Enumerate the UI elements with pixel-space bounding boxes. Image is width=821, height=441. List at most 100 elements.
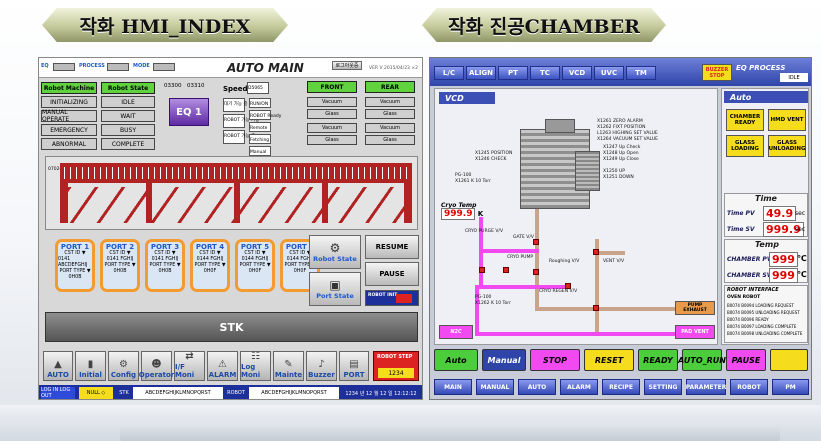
eq-button[interactable]: EQ 1 <box>169 98 209 126</box>
auto-mode-button[interactable]: Auto <box>434 349 478 371</box>
manual-mode-button[interactable]: Manual <box>482 349 526 371</box>
nav-log-moni[interactable]: ☷Log Moni <box>240 351 271 381</box>
state-idle: IDLE <box>101 96 155 108</box>
nav-recipe[interactable]: RECIPE <box>602 379 640 395</box>
nav-pm[interactable]: PM <box>772 379 809 395</box>
nav-alarm[interactable]: ⚠ALARM <box>207 351 238 381</box>
port-4[interactable]: PORT 4 CST ID ▼ 0144 FGHIJ PORT TYPE ▼ 0… <box>190 239 230 292</box>
port-state-label: Port State <box>316 292 354 300</box>
gauge-value-1: X1261 K 10 Torr <box>455 179 491 184</box>
port-4-cst: CST ID ▼ <box>199 251 221 256</box>
valve-node-7[interactable] <box>593 305 599 311</box>
robot-init-button[interactable]: ROBOT INIT <box>365 290 419 306</box>
hmd-vent-button[interactable]: HMD VENT <box>768 109 806 131</box>
buzzer-icon: ♪ <box>318 359 325 370</box>
nav-initial[interactable]: ▮Initial <box>75 351 106 381</box>
nav-mainte[interactable]: ✎Mainte <box>273 351 304 381</box>
nav-operator[interactable]: ☻Operator <box>139 351 174 381</box>
stk-alphabet: ABCDEFGHIJKLMNOPQRST <box>133 387 223 399</box>
tab-align[interactable]: ALIGN <box>466 66 496 80</box>
blank-action-button[interactable] <box>770 349 808 371</box>
nav-buzzer[interactable]: ♪Buzzer <box>306 351 337 381</box>
valve-node-4[interactable] <box>593 249 599 255</box>
tab-tm[interactable]: TM <box>626 66 656 80</box>
front-vacuum-1: Vacuum <box>307 97 357 107</box>
port-state-button[interactable]: ▣ Port State <box>309 272 361 306</box>
rear-vacuum-1: Vacuum <box>365 97 415 107</box>
speed-code: D5065 <box>248 86 263 91</box>
stk-bar[interactable]: STK <box>45 312 418 342</box>
nav-auto[interactable]: ▲AUTO <box>43 351 73 381</box>
ready-button[interactable]: READY <box>638 349 678 371</box>
port-5[interactable]: PORT 5 CST ID ▼ 0144 FGHIJ PORT TYPE ▼ 0… <box>235 239 275 292</box>
tab-lc[interactable]: L/C <box>434 66 464 80</box>
time-sv-label: Time SV <box>727 226 755 233</box>
port-1[interactable]: PORT 1 CST ID ▼ 0141 ABCDEFGHIJ PORT TYP… <box>55 239 95 292</box>
nav-robot[interactable]: ROBOT <box>730 379 768 395</box>
alarm-label-2: X1262 FIXT POSITION <box>597 125 646 130</box>
chamber-ready-button[interactable]: CHAMBER READY <box>726 109 764 131</box>
robot-status-5: ROBOT Ready <box>249 110 281 120</box>
reset-button[interactable]: RESET <box>584 349 634 371</box>
pause-button[interactable]: PAUSE <box>365 262 419 286</box>
pump-exhaust-block: PUMP EXHAUST <box>675 301 715 315</box>
port-2-cst: CST ID ▼ <box>109 251 131 256</box>
port-4-id: 0144 FGHIJ <box>196 257 224 262</box>
port-4-code: 0H0F <box>203 269 217 274</box>
tab-vcd[interactable]: VCD <box>562 66 592 80</box>
valve-node-2[interactable] <box>533 269 539 275</box>
tab-pt[interactable]: PT <box>498 66 528 80</box>
resume-button[interactable]: RESUME <box>365 235 419 259</box>
port-5-code: 0H0F <box>248 269 262 274</box>
valve-node-1[interactable] <box>533 239 539 245</box>
valve-label-roughing: Roughing V/V <box>549 259 580 264</box>
nav-main[interactable]: MAIN <box>434 379 472 395</box>
pad-vent-block: PAD VENT <box>675 325 715 339</box>
port-1-title: PORT 1 <box>60 243 90 251</box>
nav-auto-chamber[interactable]: AUTO <box>518 379 556 395</box>
time-title: Time <box>755 194 777 203</box>
logout-button[interactable]: 로그아웃중 <box>332 61 362 70</box>
hmi-top-bar: EQ PROCESS MODE AUTO MAIN 로그아웃중 VER V 20… <box>39 58 422 78</box>
nav-alarm-chamber[interactable]: ALARM <box>560 379 598 395</box>
nav-if-moni[interactable]: ⇄I/F Moni <box>174 351 205 381</box>
robot-status-6: Remote <box>249 122 271 132</box>
robot-interface-title: ROBOT INTERFACE <box>727 287 779 293</box>
pause-chamber-button[interactable]: PAUSE <box>726 349 766 371</box>
datetime-label: 1234 년 12 월 12 일 12:12:12 <box>345 390 417 397</box>
nav-mainte-label: Mainte <box>274 371 303 379</box>
nav-manual[interactable]: MANUAL <box>476 379 514 395</box>
nav-config[interactable]: ⚙Config <box>108 351 139 381</box>
robot-state-button[interactable]: ⚙ Robot State <box>309 235 361 269</box>
buzzer-stop-button[interactable]: BUZZER STOP <box>702 64 732 81</box>
glass-loading-button[interactable]: GLASS LOADING <box>726 135 764 157</box>
valve-node-6[interactable] <box>503 267 509 273</box>
robot-status-8: Manual <box>249 146 271 156</box>
vcd-diagram: VCD X1261 ZERO ALARM X1262 FIXT POSITION… <box>434 88 718 345</box>
time-section: Time Time PV 49.9 sec Time SV 999.9 sec <box>724 193 808 237</box>
tab-uvc[interactable]: UVC <box>594 66 624 80</box>
stop-button[interactable]: STOP <box>530 349 580 371</box>
position-label-2: X1246 CHECK <box>475 157 507 162</box>
chamber-side <box>575 151 600 191</box>
chamber-pv-unit: ℃ <box>797 254 807 263</box>
glass-unloading-button[interactable]: GLASS UNLOADING <box>768 135 806 157</box>
robot-interface-item-5: B0074 B0098 UNLOADING COMPLETE <box>727 331 803 336</box>
nav-if-moni-label: I/F Moni <box>175 363 195 379</box>
valve-node-3[interactable] <box>565 283 571 289</box>
diagram-title: VCD <box>439 92 495 104</box>
tab-tc[interactable]: TC <box>530 66 560 80</box>
robot-interface-section: ROBOT INTERFACE OVEN ROBOT B0074 B0094 L… <box>724 285 808 343</box>
nav-parameter[interactable]: PARAMETER <box>686 379 726 395</box>
auto-run-button[interactable]: AUTO_RUN <box>678 349 726 371</box>
port-2[interactable]: PORT 2 CST ID ▼ 0141 FGHIJ PORT TYPE ▼ 0… <box>100 239 140 292</box>
port-3[interactable]: PORT 3 CST ID ▼ 0141 FGHIJ PORT TYPE ▼ 0… <box>145 239 185 292</box>
port-5-cst: CST ID ▼ <box>244 251 266 256</box>
login-button[interactable]: LOG IN LOG OUT <box>41 387 75 399</box>
valve-node-5[interactable] <box>479 267 485 273</box>
robot-state-label: Robot State <box>313 255 357 263</box>
robot-label: ROBOT <box>227 390 245 396</box>
nav-port[interactable]: ▤PORT <box>339 351 369 381</box>
chamber-top <box>545 119 575 133</box>
nav-setting[interactable]: SETTING <box>644 379 682 395</box>
